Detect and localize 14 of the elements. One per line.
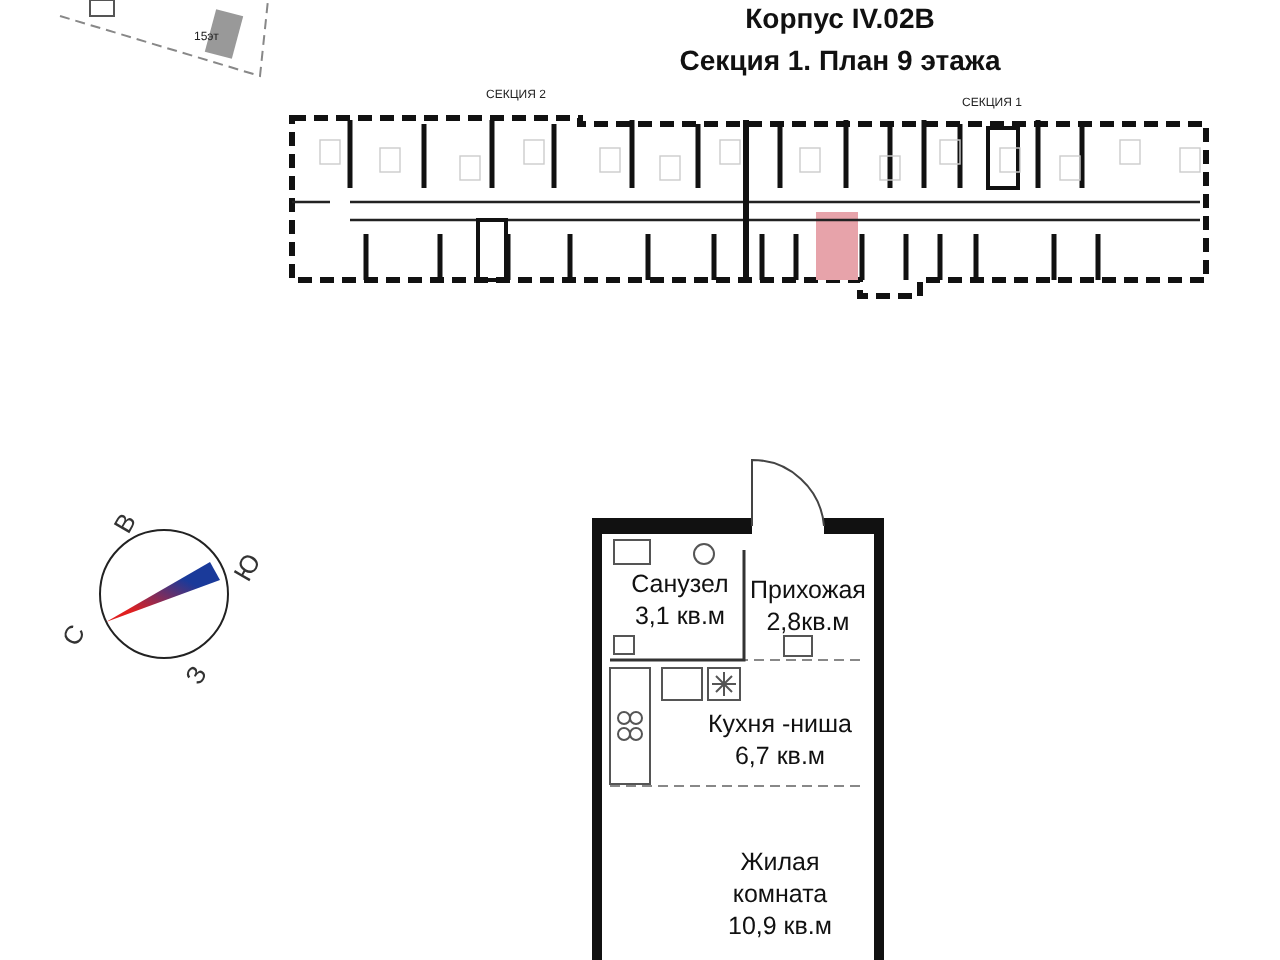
room-area: 3,1 кв.м: [634, 600, 726, 632]
plan-title: Корпус IV.02В: [743, 2, 937, 34]
compass-direction-label: В: [107, 508, 142, 538]
room-area: 2,8кв.м: [766, 606, 850, 638]
plan-subtitle: Секция 1. План 9 этажа: [677, 44, 1003, 76]
room-name: Прихожая: [750, 574, 866, 606]
room-name: Санузел: [631, 568, 729, 600]
room-area: 10,9 кв.м: [728, 910, 832, 942]
compass-direction-label: З: [178, 660, 213, 690]
room-name: Кухня -ниша: [708, 708, 852, 740]
room-name: Жилая комната: [730, 846, 830, 910]
compass-direction-label: С: [55, 619, 92, 651]
room-area: 6,7 кв.м: [734, 740, 826, 772]
compass-direction-label: Ю: [227, 548, 267, 586]
